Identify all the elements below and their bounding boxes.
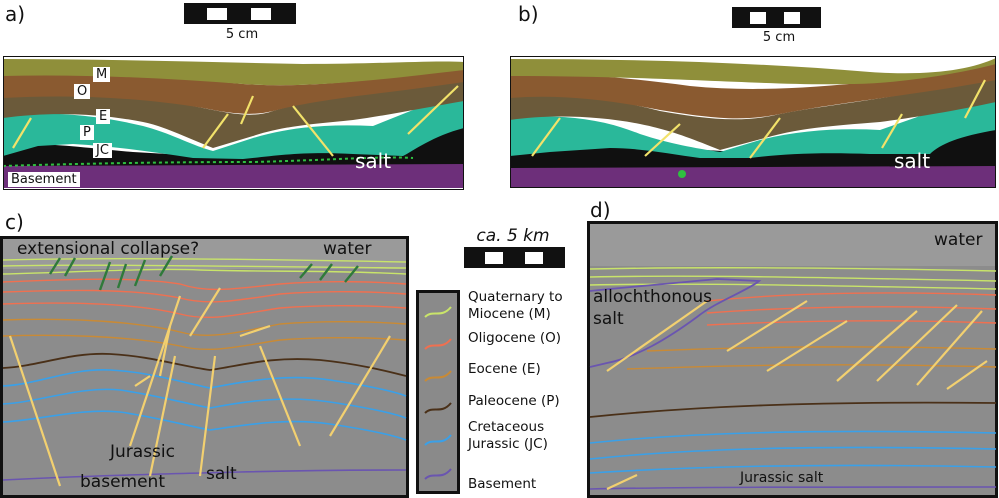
allochthonous-salt-label: salt: [593, 309, 624, 329]
panel-b-letter: b): [518, 2, 539, 26]
panel-d-section: [587, 221, 998, 498]
panel-c-scale-label: ca. 5 km: [476, 226, 550, 246]
panel-b-scale-bar: [732, 7, 821, 28]
unit-label-p: P: [80, 125, 94, 140]
legend-item-e-line1: Eocene (E): [468, 361, 541, 377]
legend-item-p-line1: Paleocene (P): [468, 393, 560, 409]
unit-label-jc: JC: [93, 143, 112, 158]
panel-d-water-text: water: [934, 230, 983, 250]
legend-item-m: Quaternary to Miocene (M): [468, 289, 563, 323]
unit-label-m: M: [93, 67, 111, 82]
panel-c-section: [0, 236, 409, 498]
panel-c-water-label: water: [323, 239, 372, 259]
legend-item-jc-line1: Cretaceous: [468, 419, 545, 435]
panel-a-scale-label: 5 cm: [225, 27, 259, 42]
unit-label-e: E: [96, 109, 111, 124]
panel-b-section: [510, 56, 996, 188]
panel-a-scale-bar: [184, 3, 296, 24]
panel-d-letter: d): [590, 198, 611, 222]
legend-item-jc: Cretaceous Jurassic (JC): [468, 419, 548, 453]
legend-item-p: Paleocene (P): [468, 393, 560, 410]
unit-label-o: O: [74, 84, 91, 99]
panel-b-scale-label: 5 cm: [762, 30, 796, 45]
legend-item-e: Eocene (E): [468, 361, 541, 378]
legend-item-o: Oligocene (O): [468, 330, 561, 347]
panel-a-letter: a): [5, 2, 26, 26]
panel-a-salt-label: salt: [355, 149, 392, 173]
allochthonous-label: allochthonous: [593, 287, 713, 307]
legend-item-jc-line2: Jurassic (JC): [468, 436, 548, 452]
legend-item-o-line1: Oligocene (O): [468, 330, 561, 346]
panel-c-basement-label: basement: [80, 472, 165, 492]
panel-c-jurassic-label: Jurassic: [110, 442, 175, 462]
legend-box: [416, 290, 460, 494]
legend-item-m-line1: Quaternary to: [468, 289, 563, 305]
jurassic-salt-label: Jurassic salt: [740, 470, 824, 486]
panel-c-letter: c): [5, 210, 24, 234]
basement-label: Basement: [8, 172, 80, 187]
legend-item-m-line2: Miocene (M): [468, 306, 551, 322]
legend-item-basement: Basement: [468, 476, 536, 493]
panel-c-salt-label: salt: [206, 464, 237, 484]
legend-swatches: [424, 306, 452, 480]
panel-b-salt-label: salt: [894, 149, 931, 173]
extensional-collapse-label: extensional collapse?: [17, 239, 200, 259]
legend-item-basement-line1: Basement: [468, 476, 537, 492]
panel-c-scale-bar: [464, 247, 565, 268]
panel-a-section: [3, 56, 464, 190]
